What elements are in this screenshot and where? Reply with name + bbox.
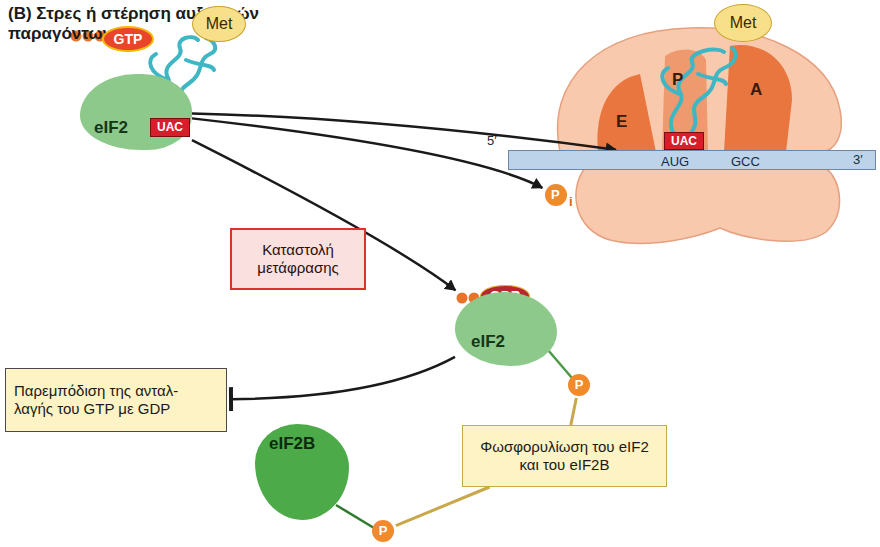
anticodon-box: UAC	[664, 132, 704, 150]
inhibition-connector	[231, 357, 455, 399]
eif2b-complex: eIF2B	[255, 424, 349, 520]
gtp-oval: GTP	[102, 26, 154, 52]
node-text: Met	[206, 14, 233, 33]
node-text: UAC	[157, 120, 183, 134]
leader-line	[571, 398, 577, 425]
methionine-oval: Met	[192, 6, 246, 42]
node-text: 3′	[853, 152, 863, 168]
node-text: GCC	[731, 154, 760, 170]
node-text: 5′	[487, 133, 497, 149]
phosphate-dot	[457, 293, 468, 304]
node-text: P	[379, 523, 388, 539]
phosphate-circle: Pi	[545, 184, 567, 206]
eif2-complex: eIF2	[80, 74, 192, 150]
leader-line	[396, 487, 490, 526]
node-text: GTP	[114, 31, 143, 48]
anticodon-box: UAC	[150, 118, 190, 137]
node-text: eIF2B	[269, 434, 315, 454]
arrow-connector	[192, 118, 542, 187]
site-label: E	[616, 112, 627, 132]
phosphate-tether	[548, 350, 572, 378]
inhibition-box: Παρεμπόδιση της ανταλ- λαγής του GTP με …	[5, 368, 227, 432]
repression-box: Καταστολή μετάφρασης	[230, 228, 366, 290]
e-site	[597, 74, 656, 152]
ribosome-small-subunit	[576, 168, 840, 243]
phosphate-circle: P	[568, 374, 590, 396]
node-text: P	[575, 377, 584, 393]
phosphate-circle: P	[372, 520, 394, 542]
callout-box: Φωσφορυλίωση του eIF2 και του eIF2B	[462, 425, 667, 487]
node-text: UAC	[671, 134, 697, 148]
mrna-strand: 5′AUGGCC3′	[508, 150, 876, 170]
node-text: Καταστολή μετάφρασης	[232, 241, 364, 277]
node-text: i	[569, 194, 573, 210]
arrow-connector	[192, 113, 616, 149]
ribosome-large-subunit	[558, 28, 842, 152]
node-text: Παρεμπόδιση της ανταλ- λαγής του GTP με …	[14, 382, 218, 418]
trna	[662, 48, 736, 134]
node-text: eIF2	[94, 118, 128, 138]
eif2-complex: eIF2	[455, 292, 557, 366]
node-text: Φωσφορυλίωση του eIF2 και του eIF2B	[471, 438, 658, 474]
node-text: Met	[730, 13, 757, 32]
phosphate-tether	[336, 505, 374, 528]
site-label: A	[750, 80, 762, 100]
methionine-oval: Met	[714, 4, 772, 42]
site-label: P	[672, 70, 683, 90]
arrow-connector	[192, 140, 455, 290]
node-text: P	[551, 187, 560, 203]
node-text: AUG	[661, 154, 689, 170]
node-text: eIF2	[471, 332, 505, 352]
